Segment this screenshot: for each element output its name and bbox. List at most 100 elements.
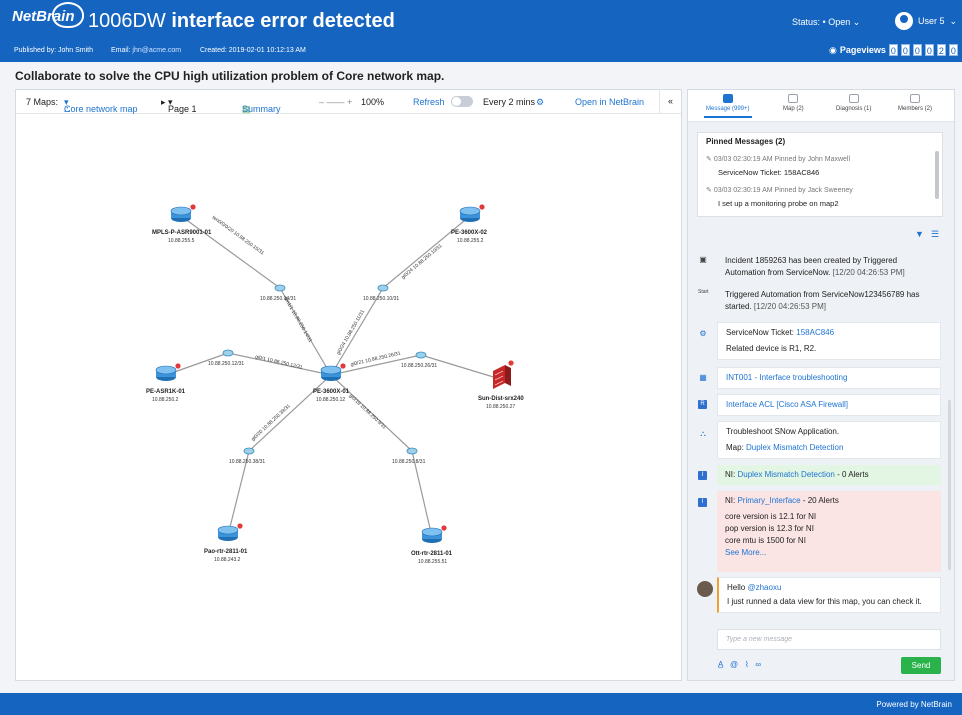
refresh-interval: Every 2 mins xyxy=(483,97,536,107)
router-mpls-p-asr9001-01[interactable]: MPLS-P-ASR9001-01 10.88.255.5 xyxy=(152,203,212,244)
link-line xyxy=(411,450,433,538)
collapse-panel-button[interactable]: « xyxy=(659,90,681,114)
page-selector[interactable]: ▸ Page 1 ▾ xyxy=(161,97,197,114)
see-more-link[interactable]: See More... xyxy=(725,548,767,557)
link-line xyxy=(420,354,501,380)
map-link[interactable]: Duplex Mismatch Detection xyxy=(746,443,844,452)
top-bar: NetBrain 1006DW interface error detected… xyxy=(0,0,962,62)
feed-item-troubleshoot: Troubleshoot SNow Application. Map: Dupl… xyxy=(717,421,941,459)
svg-text:10.88.250.38/31: 10.88.250.38/31 xyxy=(229,459,265,465)
link-label: gi0/24 10.88.250.10/31 xyxy=(400,243,443,281)
status-dropdown[interactable]: Status: • Open ⌄ xyxy=(792,17,861,27)
ni-icon: I xyxy=(698,498,707,507)
link-icon[interactable]: ∞ xyxy=(755,660,762,669)
pinned-messages: Pinned Messages (2) ✎ 03/03 02:30:19 AM … xyxy=(697,132,943,217)
ni-link[interactable]: Primary_Interface xyxy=(737,496,801,505)
zoom-slider[interactable]: – —— + xyxy=(319,97,353,107)
maps-count: 7 Maps: xyxy=(26,97,59,107)
ni-link[interactable]: Duplex Mismatch Detection xyxy=(737,470,835,479)
feed-item-ni-duplex: NI: Duplex Mismatch Detection - 0 Alerts xyxy=(717,465,941,485)
pin-icon: ✎ xyxy=(706,156,712,163)
map-selector[interactable]: ⛬ Core network map ▾ xyxy=(64,97,138,114)
svg-text:10.88.250.2: 10.88.250.2 xyxy=(152,397,179,403)
mention-link[interactable]: @zhaoxu xyxy=(747,583,782,592)
link-line xyxy=(227,450,250,536)
link-label: gi0/24 10.88.250.11/31 xyxy=(336,309,367,356)
svg-text:PE-3600X-02: PE-3600X-02 xyxy=(451,230,488,236)
link-line xyxy=(330,354,422,376)
start-icon: Start xyxy=(698,289,709,295)
svg-text:MPLS-P-ASR9001-01: MPLS-P-ASR9001-01 xyxy=(152,230,212,236)
tab-message[interactable]: Message (999+) xyxy=(704,94,752,118)
feed-item-int001[interactable]: INT001 - Interface troubleshooting xyxy=(717,367,941,389)
text-format-icon[interactable]: A̲ xyxy=(718,660,724,669)
feed-scrollbar[interactable] xyxy=(948,400,951,570)
attach-icon[interactable]: ⌇ xyxy=(744,660,749,669)
topology-icon: ⛬ xyxy=(700,429,706,438)
link-line xyxy=(165,352,229,376)
filter-icon[interactable]: ▼ xyxy=(915,229,924,239)
link-label: ten1/1 10.88.250.14/31 xyxy=(282,296,313,344)
message-input[interactable]: Type a new message xyxy=(717,629,941,650)
open-in-netbrain-link[interactable]: Open in NetBrain xyxy=(575,97,645,107)
send-button[interactable]: Send xyxy=(901,657,941,674)
list-view-icon[interactable]: ☰ xyxy=(931,229,940,239)
subnet-node[interactable]: 10.88.250.8/31 xyxy=(392,447,426,465)
map-icon: ⛬ xyxy=(64,104,71,114)
composer-tools: A̲ @ ⌇ ∞ xyxy=(718,660,761,669)
map-icon xyxy=(788,94,799,103)
eye-icon: ◉ xyxy=(829,44,837,55)
svg-text:PE-3600X-01: PE-3600X-01 xyxy=(313,389,350,395)
collaboration-sidebar: Message (999+) Map (2) Diagnosis (1) Mem… xyxy=(687,89,955,681)
svg-text:Pao-rtr-2811-01: Pao-rtr-2811-01 xyxy=(204,549,248,555)
pinned-meta: ✎ 03/03 02:30:19 AM Pinned by John Maxwe… xyxy=(706,156,851,163)
link-label: gi0/1 10.88.250.12/31 xyxy=(255,354,304,371)
svg-text:10.88.255.51: 10.88.255.51 xyxy=(418,559,447,565)
subnet-node[interactable]: 10.88.250.10/31 xyxy=(363,284,399,302)
netbrain-logo: NetBrain xyxy=(12,2,84,28)
feed-item-acl[interactable]: Interface ACL [Cisco ASA Firewall] xyxy=(717,394,941,416)
user-menu[interactable]: User 5 ⌄ xyxy=(895,12,957,30)
subnet-node[interactable]: 10.88.250.14/31 xyxy=(260,284,296,302)
link-line xyxy=(227,352,332,376)
gears-icon: ⚙ xyxy=(699,329,707,338)
zoom-level: 100% xyxy=(361,97,385,107)
map-toolbar: 7 Maps: ⛬ Core network map ▾ ▸ Page 1 ▾ … xyxy=(16,90,681,114)
map-panel: 7 Maps: ⛬ Core network map ▾ ▸ Page 1 ▾ … xyxy=(15,89,682,681)
svg-text:10.88.250.14/31: 10.88.250.14/31 xyxy=(260,296,296,302)
subnet-node[interactable]: 10.88.250.26/31 xyxy=(401,351,437,369)
ticket-link[interactable]: 158AC846 xyxy=(796,328,835,337)
gear-icon[interactable]: ⚙ xyxy=(536,97,545,107)
message-icon xyxy=(722,94,733,103)
svg-text:10.88.250.26/31: 10.88.250.26/31 xyxy=(401,363,437,369)
subnet-node[interactable]: 10.88.250.12/31 xyxy=(208,349,244,367)
svg-text:Sun-Dist-srx240: Sun-Dist-srx240 xyxy=(478,396,524,402)
published-by: Published by: John Smith xyxy=(14,47,93,54)
email-link[interactable]: jhn@acme.com xyxy=(132,47,182,54)
pinned-scrollbar[interactable] xyxy=(935,151,939,199)
pin-icon: ✎ xyxy=(706,187,712,194)
created-date: Created: 2019-02-01 10:12:13 AM xyxy=(200,47,306,54)
ni-icon: I xyxy=(698,471,707,480)
tab-members[interactable]: Members (2) xyxy=(898,94,932,112)
tab-map[interactable]: Map (2) xyxy=(783,94,804,112)
members-icon xyxy=(910,94,920,103)
link-line xyxy=(382,215,471,289)
pinned-text: I set up a monitoring probe on map2 xyxy=(718,199,839,208)
svg-text:10.88.250.10/31: 10.88.250.10/31 xyxy=(363,296,399,302)
tab-diagnosis[interactable]: Diagnosis (1) xyxy=(836,94,871,112)
subnet-node[interactable]: 10.88.250.38/31 xyxy=(229,447,265,465)
avatar xyxy=(697,581,713,597)
mention-icon[interactable]: @ xyxy=(730,660,739,669)
svg-text:10.88.255.5: 10.88.255.5 xyxy=(168,238,195,244)
auto-refresh-toggle[interactable] xyxy=(451,96,473,107)
refresh-button[interactable]: Refresh xyxy=(413,97,445,107)
document-icon: ▤ xyxy=(242,104,251,114)
network-map[interactable]: ten0/0/0/20 10.88.250.15/31 ten1/1 10.88… xyxy=(16,115,681,680)
